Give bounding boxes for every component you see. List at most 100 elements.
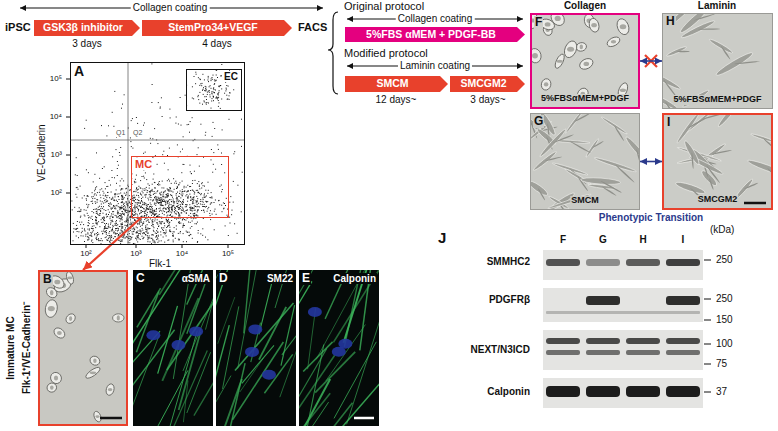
scatter-dot (141, 212, 142, 213)
scatter-dot (197, 241, 198, 242)
scatter-dot (112, 211, 113, 212)
cell-process (537, 188, 545, 201)
scatter-dot (168, 208, 169, 209)
scatter-dot (207, 208, 208, 209)
scatter-dot (87, 236, 88, 237)
scatter-dot (223, 208, 224, 209)
scatter-dot (144, 211, 145, 212)
scatter-dot (149, 222, 150, 223)
scatter-dot (122, 231, 123, 232)
scatter-dot (115, 194, 116, 195)
scatter-dot (213, 75, 214, 76)
scatter-dot (218, 200, 219, 201)
scatter-dot (209, 213, 210, 214)
scatter-dot (78, 237, 79, 238)
scatter-dot (208, 91, 209, 92)
scatter-dot (122, 199, 123, 200)
cell-process (698, 28, 720, 30)
scatter-dot (170, 191, 171, 192)
fiber-group (216, 270, 296, 426)
cell-shape (594, 156, 637, 173)
scatter-dot (202, 206, 203, 207)
scatter-dot (133, 207, 134, 208)
scatter-dot (193, 215, 194, 216)
scatter-dot (122, 231, 123, 232)
scatter-dot (164, 223, 165, 224)
scatter-dot (190, 171, 191, 172)
scatter-dot (170, 190, 171, 191)
scatter-dot (194, 213, 195, 214)
scatter-dot (121, 215, 122, 216)
scatter-dot (101, 188, 102, 189)
scatter-dot (178, 215, 179, 216)
scatter-dot (111, 192, 112, 193)
scatter-dot (205, 90, 206, 91)
scatter-dot (173, 200, 174, 201)
scatter-dot (210, 85, 211, 86)
cell-shape (553, 53, 566, 70)
scatter-dot (82, 228, 83, 229)
scatter-dot (87, 225, 88, 226)
scatter-dot (125, 227, 126, 228)
scatter-dot (84, 228, 85, 229)
scatter-dot (166, 227, 167, 228)
scatter-dot (211, 202, 212, 203)
scatter-dot (139, 238, 140, 239)
scatter-dot (121, 208, 122, 209)
scatter-dot (121, 230, 122, 231)
scatter-dot (148, 221, 149, 222)
scatter-dot (192, 199, 193, 200)
scatter-dot (160, 194, 161, 195)
scatter-dot (106, 236, 107, 237)
scatter-dot (121, 207, 122, 208)
scatter-dot (103, 219, 104, 220)
scatter-dot (192, 202, 193, 203)
scatter-dot (170, 231, 171, 232)
scatter-dot (126, 220, 127, 221)
scatter-dot (121, 199, 122, 200)
scatter-dot (214, 229, 215, 230)
scatter-dot (95, 203, 96, 204)
scatter-dot (160, 202, 161, 203)
scatter-dot (222, 211, 223, 212)
scatter-dot (145, 225, 146, 226)
scatter-dot (136, 231, 137, 232)
scatter-dot (140, 202, 141, 203)
scatter-dot (229, 99, 230, 100)
scatter-dot (190, 210, 191, 211)
scatter-dot (110, 222, 111, 223)
scatter-dot (153, 194, 154, 195)
scatter-dot (198, 95, 199, 96)
scatter-dot (146, 232, 147, 233)
scatter-dot (133, 231, 134, 232)
scatter-dot (194, 215, 195, 216)
cell-shape (44, 299, 59, 319)
cell-nucleus (90, 371, 97, 374)
scatter-dot (162, 200, 163, 201)
scatter-dot (210, 197, 211, 198)
scatter-dot (169, 215, 170, 216)
scatter-dot (173, 205, 174, 206)
scatter-dot (159, 198, 160, 199)
scatter-dot (124, 193, 125, 194)
scatter-dot (197, 96, 198, 97)
scatter-dot (173, 231, 174, 232)
scatter-dot (146, 221, 147, 222)
scatter-dot (161, 205, 162, 206)
scatter-dot (146, 216, 147, 217)
scatter-dot (138, 233, 139, 234)
scatter-dot (207, 92, 208, 93)
scatter-dot (99, 215, 100, 216)
scatter-dot (91, 235, 92, 236)
scatter-dot (178, 207, 179, 208)
scatter-dot (197, 210, 198, 211)
scatter-dot (135, 207, 136, 208)
scatter-dot (143, 221, 144, 222)
scatter-dot (142, 188, 143, 189)
scatter-dot (89, 229, 90, 230)
scatter-dot (133, 231, 134, 232)
scatter-dot (92, 226, 93, 227)
scatter-dot (148, 238, 149, 239)
scatter-dot (171, 201, 172, 202)
scatter-dot (111, 216, 112, 217)
